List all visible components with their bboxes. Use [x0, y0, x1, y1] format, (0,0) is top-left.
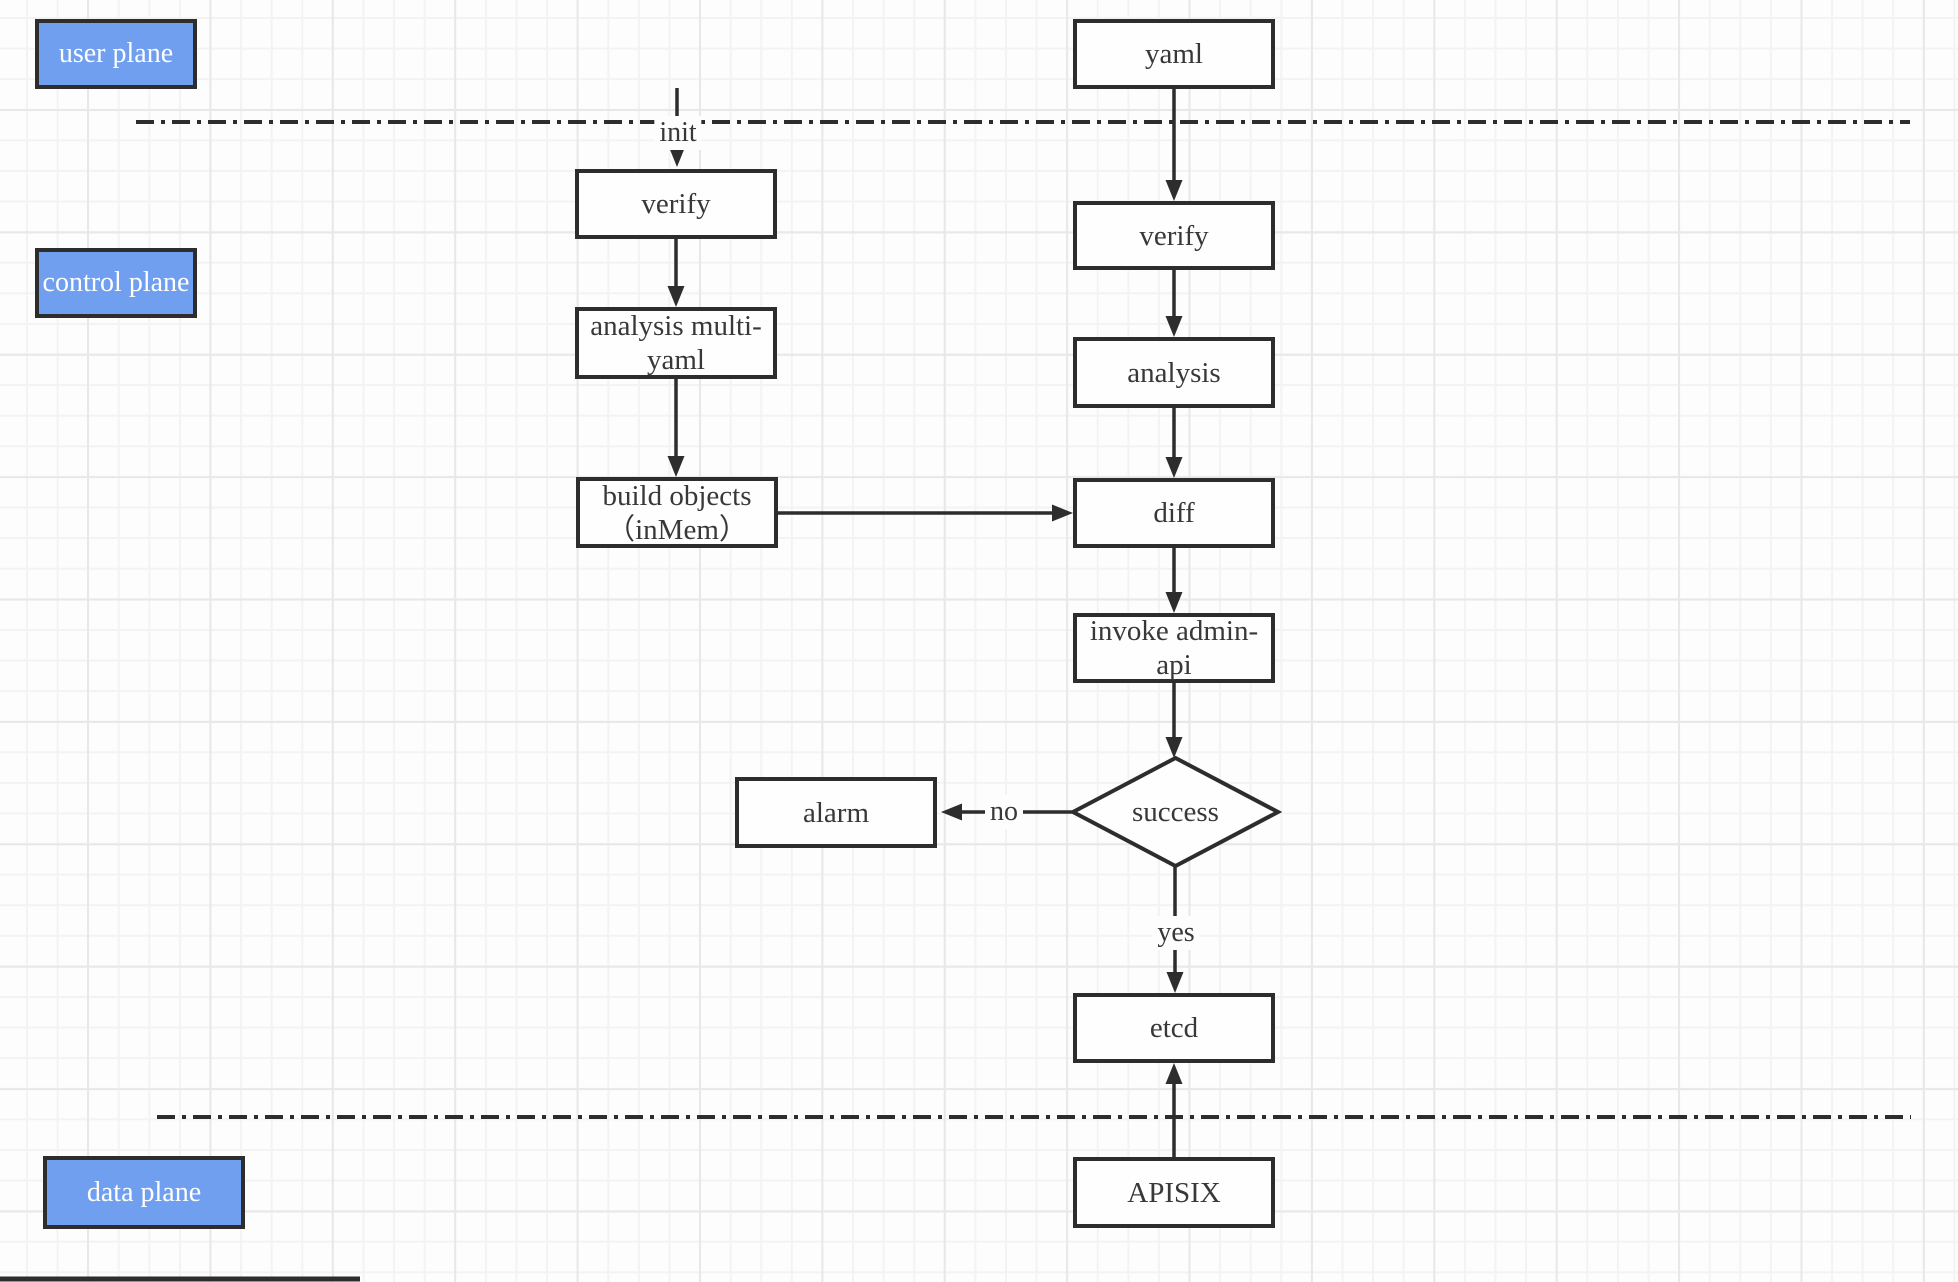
- node-label: etcd: [1149, 1012, 1199, 1044]
- decision-success: [1068, 755, 1283, 869]
- arrowhead: [667, 456, 685, 477]
- node-alarm: alarm: [735, 777, 937, 848]
- arrowhead: [667, 286, 685, 307]
- arrowhead: [1165, 1063, 1183, 1084]
- arrowhead: [668, 146, 686, 167]
- plane-label-data: data plane: [43, 1156, 245, 1229]
- node-analysis: analysis: [1073, 337, 1275, 408]
- node-invoke-admin-api: invoke admin- api: [1073, 613, 1275, 683]
- node-label: diff: [1153, 497, 1195, 529]
- edge-label-yes: yes: [1152, 916, 1200, 950]
- node-label-line1: analysis multi-: [590, 310, 762, 342]
- node-label-line2: yaml: [647, 344, 705, 376]
- node-build-objects: build objects （inMem）: [576, 477, 778, 548]
- node-analysis-multi-yaml: analysis multi- yaml: [575, 307, 777, 379]
- arrowhead: [1052, 504, 1073, 522]
- node-verify-left: verify: [575, 169, 777, 239]
- node-yaml: yaml: [1073, 19, 1275, 89]
- node-diff: diff: [1073, 478, 1275, 548]
- node-verify-right: verify: [1073, 201, 1275, 270]
- node-label: analysis: [1127, 356, 1221, 389]
- node-label: APISIX: [1127, 1176, 1221, 1209]
- arrowhead: [1165, 457, 1183, 478]
- node-label: verify: [1139, 219, 1209, 252]
- plane-label-user: user plane: [35, 19, 197, 89]
- edge-label-init: init: [654, 116, 702, 150]
- edge-label-no: no: [985, 795, 1023, 829]
- node-label-line2: （inMem）: [606, 513, 748, 546]
- plane-label-control: control plane: [35, 248, 197, 318]
- plane-label-text: data plane: [86, 1176, 202, 1208]
- arrowhead: [1165, 737, 1183, 758]
- node-apisix: APISIX: [1073, 1157, 1275, 1228]
- node-label-line1: invoke admin-: [1089, 615, 1259, 647]
- plane-label-text: control plane: [42, 267, 190, 298]
- node-etcd: etcd: [1073, 993, 1275, 1063]
- node-label-line1: build objects: [602, 479, 752, 512]
- arrowhead: [1165, 592, 1183, 613]
- node-label: alarm: [802, 796, 869, 829]
- node-label: verify: [641, 188, 711, 220]
- plane-label-text: user plane: [58, 38, 174, 69]
- arrowhead: [1165, 180, 1183, 201]
- node-label: success: [1132, 795, 1219, 828]
- arrowhead: [941, 803, 962, 821]
- decision-success-label: success: [1073, 790, 1278, 834]
- node-label: yaml: [1145, 38, 1203, 70]
- node-label-line2: api: [1156, 649, 1192, 681]
- arrowhead: [1165, 316, 1183, 337]
- arrowhead: [1166, 972, 1184, 993]
